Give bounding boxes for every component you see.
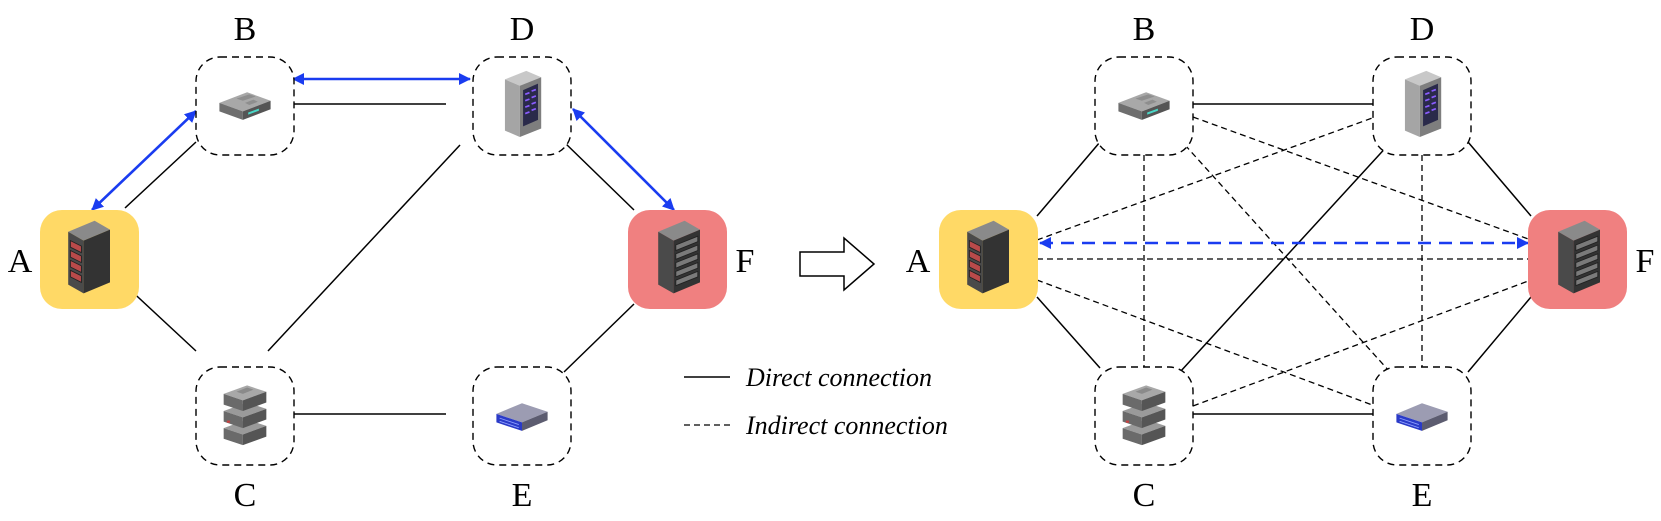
node-label-b: B (1133, 11, 1156, 48)
node-label-c: C (1133, 477, 1156, 514)
node-label-e: E (512, 477, 533, 514)
rack-server-icon (966, 220, 1010, 294)
edge-d-f (1467, 141, 1532, 217)
edge-a-b (1036, 141, 1101, 217)
path-arrow-a-b (91, 110, 197, 211)
left-diagram: B D C E A F (8, 11, 755, 514)
path-arrow-d-f (572, 108, 675, 211)
edge-d-f (563, 141, 635, 211)
node-label-b: B (234, 11, 257, 48)
node-label-d: D (1410, 11, 1435, 48)
edge-e-f (563, 303, 635, 373)
legend-direct-label: Direct connection (745, 363, 932, 392)
edge-a-e (1036, 279, 1376, 407)
node-label-a: A (906, 243, 931, 280)
tower-server-icon (1404, 70, 1443, 138)
edge-a-d (1036, 116, 1376, 241)
node-label-f: F (736, 243, 755, 280)
right-diagram: B D C E A F (906, 11, 1655, 514)
node-label-f: F (1636, 243, 1655, 280)
node-label-d: D (510, 11, 535, 48)
node-label-e: E (1412, 477, 1433, 514)
edge-c-d (1179, 142, 1391, 373)
edge-c-d (267, 144, 461, 352)
edge-c-f (1192, 279, 1532, 407)
stacked-server-icon (1122, 385, 1166, 446)
rack-server-icon (1557, 220, 1601, 294)
legend-indirect-label: Indirect connection (745, 411, 948, 440)
rack-server-icon (657, 220, 701, 294)
rack-server-icon (67, 220, 111, 294)
edge-a-b (124, 141, 197, 209)
node-label-a: A (8, 243, 33, 280)
right-arrow-icon (799, 237, 875, 291)
edge-e-f (1467, 296, 1532, 373)
tower-server-icon (504, 70, 543, 138)
edge-b-e (1184, 144, 1391, 373)
legend: Direct connection Indirect connection (684, 363, 948, 440)
edge-b-f (1192, 116, 1532, 241)
node-label-c: C (234, 477, 257, 514)
stacked-server-icon (223, 385, 267, 446)
edge-a-c (1036, 296, 1101, 369)
